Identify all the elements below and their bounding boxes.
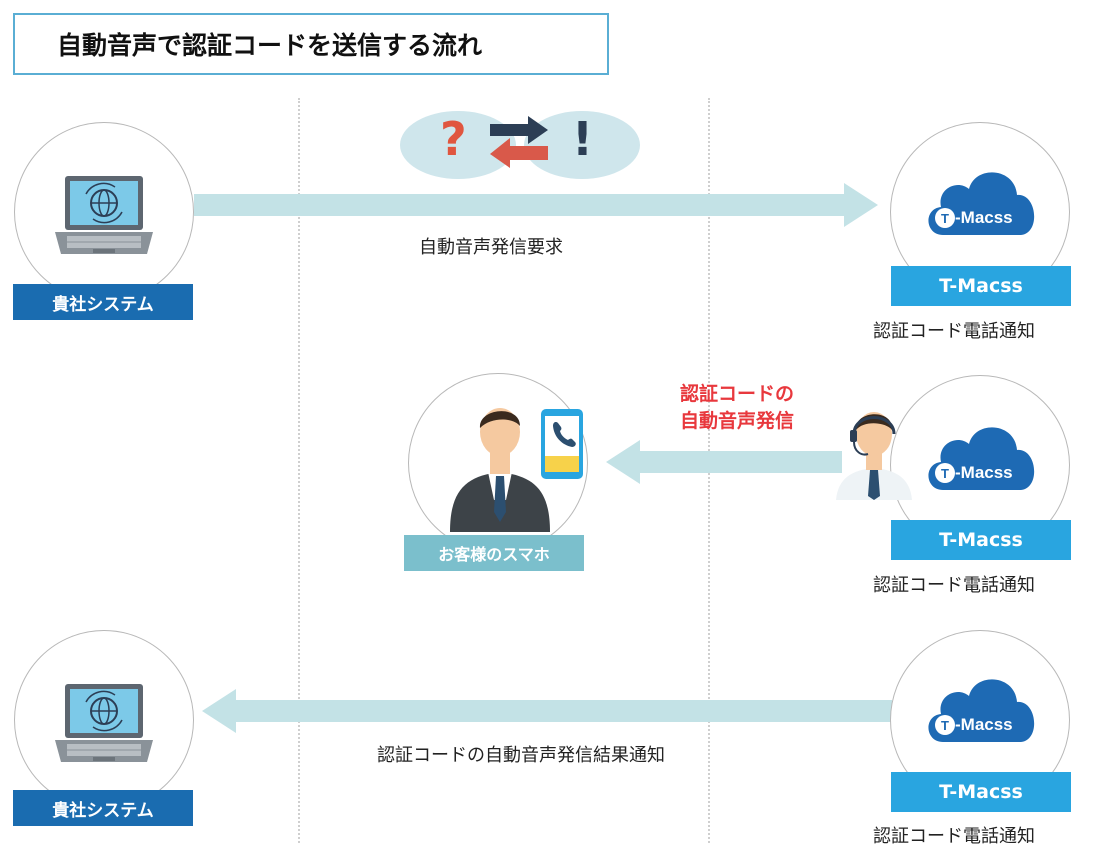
auto-call-highlight: 認証コードの 自動音声発信	[660, 381, 814, 435]
auto-call-line1: 認証コードの	[679, 383, 794, 405]
laptop-globe-icon	[55, 170, 153, 260]
result-label: 認証コードの自動音声発信結果通知	[377, 745, 665, 766]
auto-call-arrow	[606, 440, 842, 484]
svg-text:T: T	[941, 211, 949, 226]
tmacss-logo-text: -Macss	[955, 463, 1013, 482]
tmacss-label-3: T-Macss	[891, 772, 1071, 812]
auto-call-line2: 自動音声発信	[679, 410, 794, 432]
result-arrow	[202, 689, 892, 733]
tmacss-label-1: T-Macss	[891, 266, 1071, 306]
column-divider-left	[298, 98, 300, 843]
svg-text:T: T	[941, 718, 949, 733]
client-system-label-text: 貴社システム	[52, 800, 154, 821]
client-system-label: 貴社システム	[13, 790, 193, 826]
request-label: 自動音声発信要求	[419, 237, 563, 258]
exchange-arrows-icon	[488, 116, 550, 168]
tmacss-cloud-logo-icon: T	[921, 163, 1041, 241]
laptop-globe-icon	[55, 678, 153, 768]
smartphone-call-icon	[540, 408, 584, 480]
client-system-label-text: 貴社システム	[52, 294, 154, 315]
tmacss-label-text: T-Macss	[939, 275, 1023, 297]
tmacss-logo-text: -Macss	[955, 715, 1013, 734]
request-arrow	[194, 183, 878, 227]
businessman-avatar-icon	[448, 402, 552, 532]
tmacss-label-text: T-Macss	[939, 529, 1023, 551]
customer-phone-label: お客様のスマホ	[404, 535, 584, 571]
svg-text:T: T	[941, 466, 949, 481]
tmacss-label-text: T-Macss	[939, 781, 1023, 803]
tmacss-caption-2: 認証コード電話通知	[873, 575, 1035, 596]
tmacss-caption-1: 認証コード電話通知	[873, 321, 1035, 342]
tmacss-cloud-logo-icon: T	[921, 670, 1041, 748]
tmacss-cloud-logo-icon: T	[921, 418, 1041, 496]
question-mark-icon: ?	[440, 112, 467, 166]
tmacss-caption-3: 認証コード電話通知	[873, 826, 1035, 847]
operator-headset-icon	[834, 404, 914, 500]
page-title-text: 自動音声で認証コードを送信する流れ	[57, 31, 483, 60]
customer-phone-label-text: お客様のスマホ	[438, 545, 550, 564]
client-system-label: 貴社システム	[13, 284, 193, 320]
question-answer-illustration	[400, 110, 640, 180]
tmacss-logo-text: -Macss	[955, 208, 1013, 227]
tmacss-label-2: T-Macss	[891, 520, 1071, 560]
exclamation-mark-icon: !	[572, 112, 593, 166]
page-title: 自動音声で認証コードを送信する流れ	[13, 13, 609, 75]
